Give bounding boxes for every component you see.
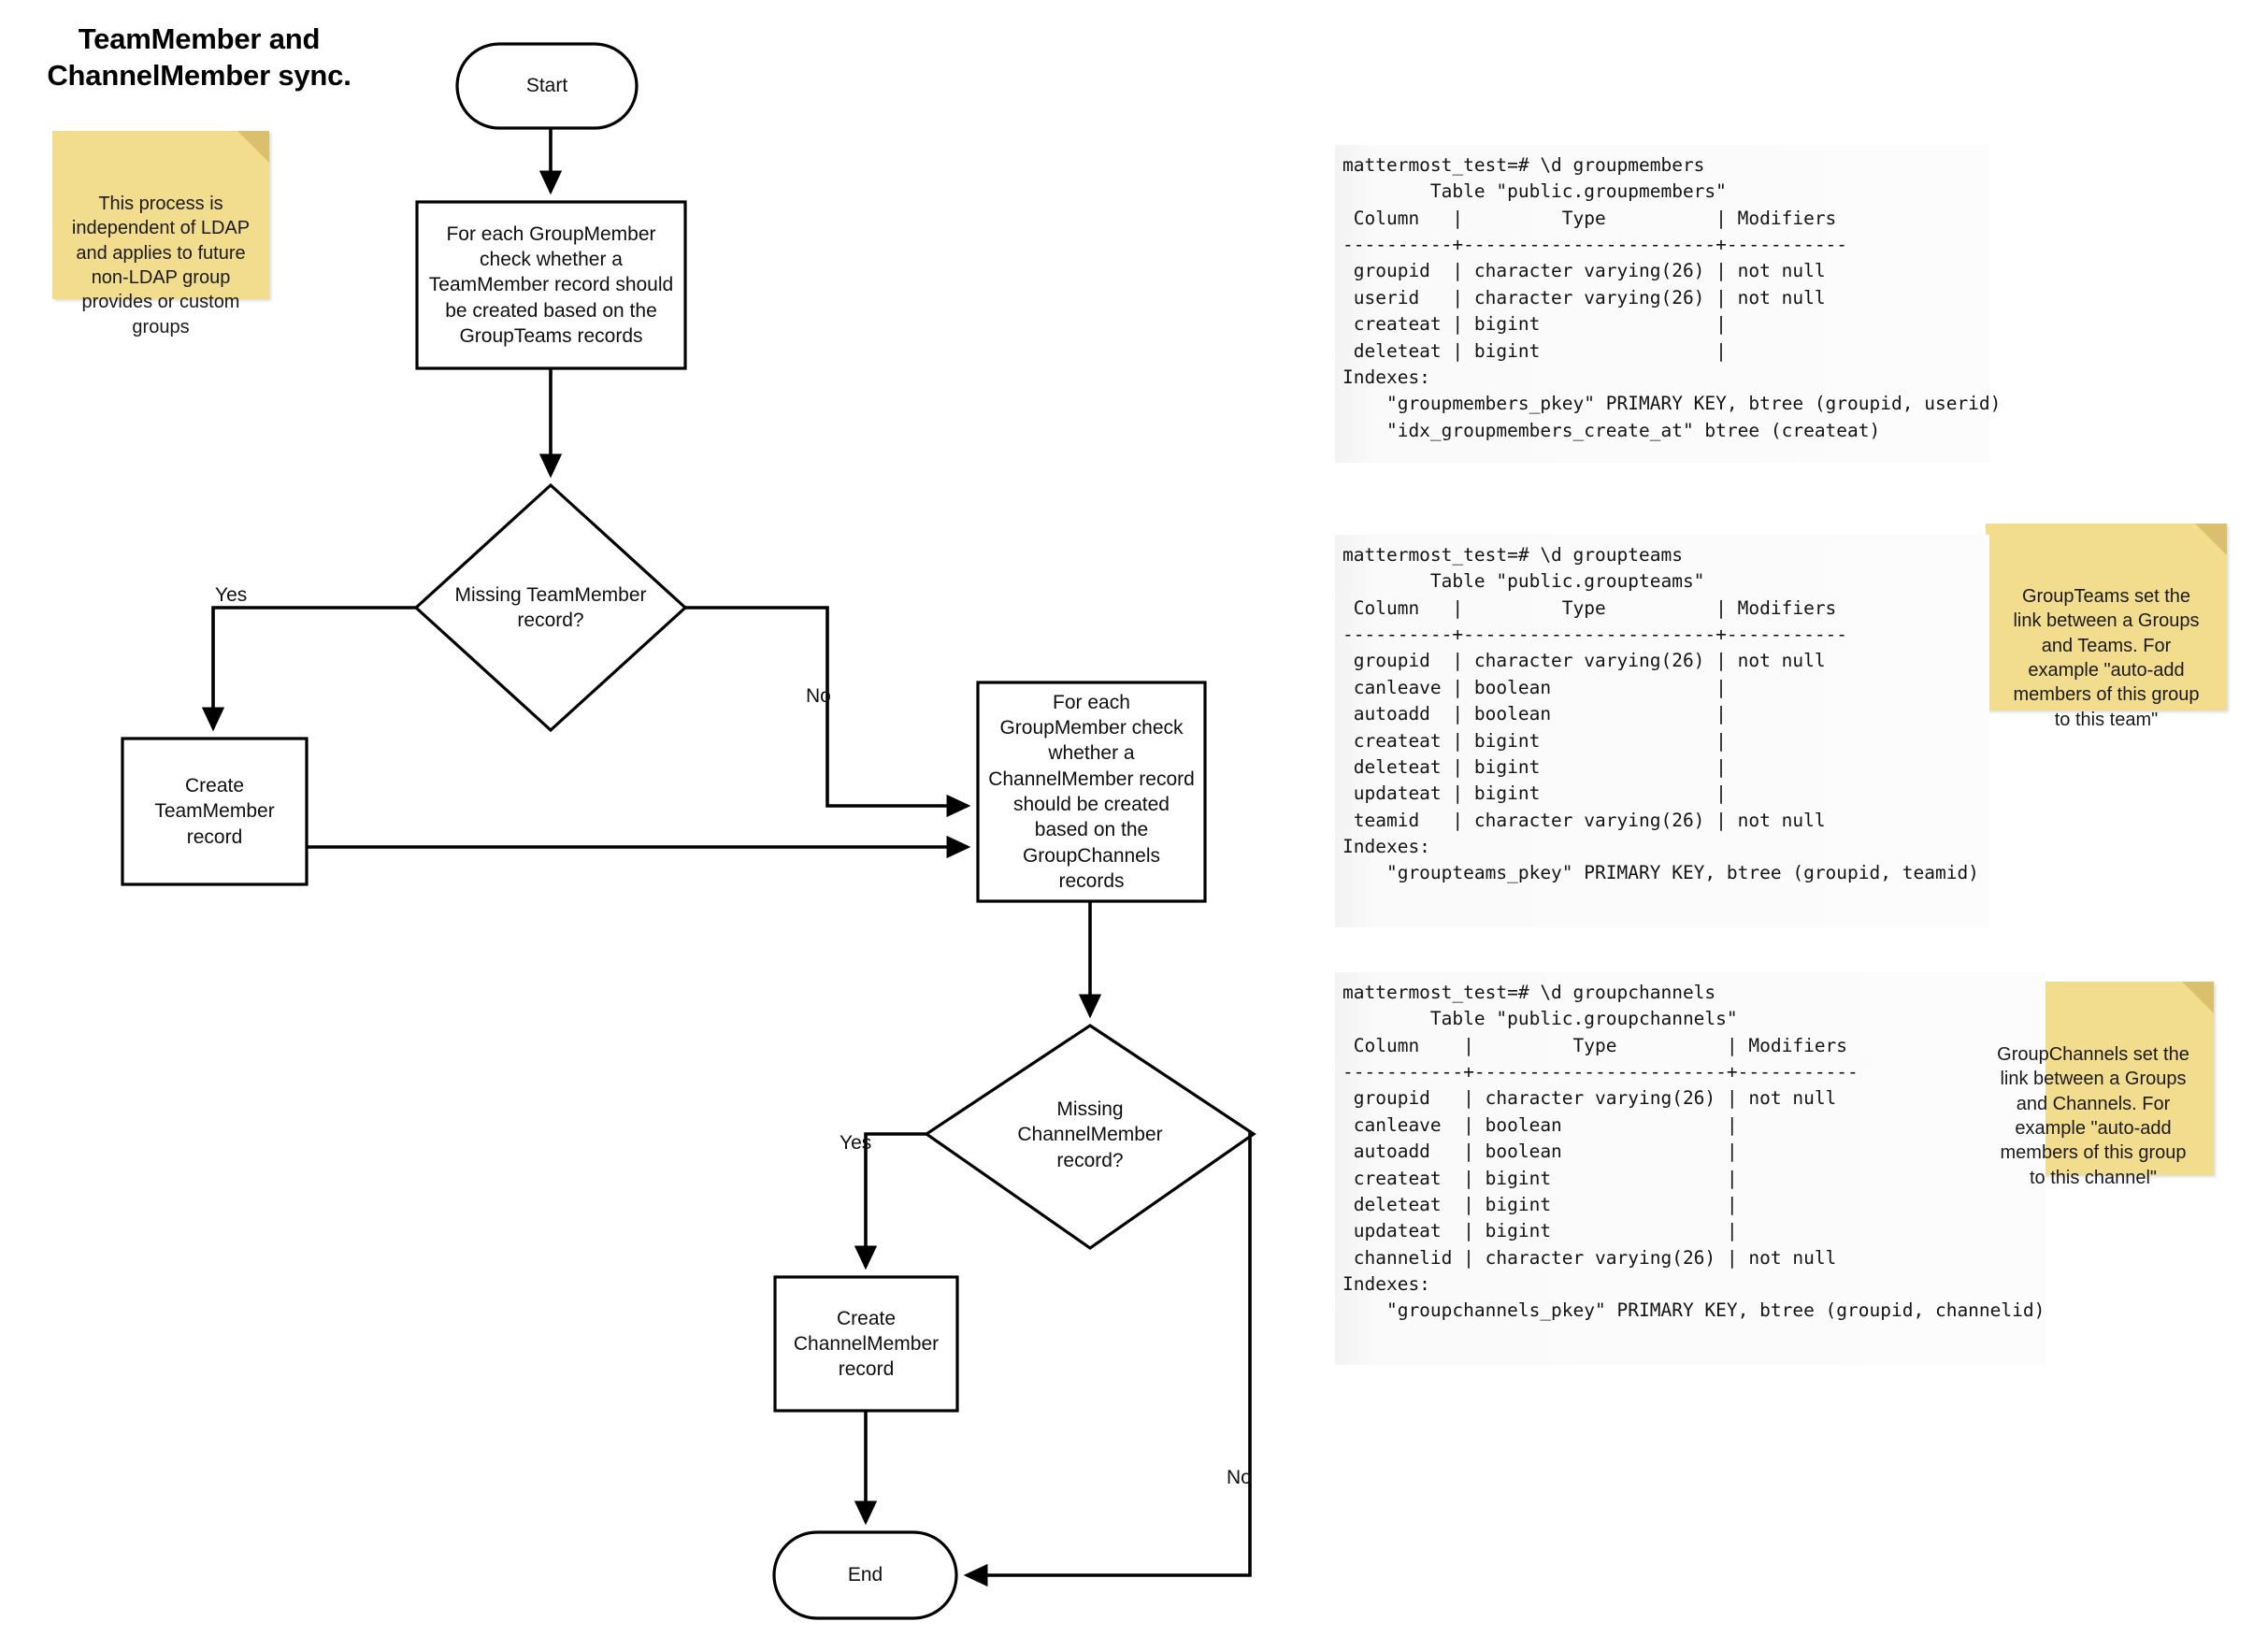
terminal-groupchannels: mattermost_test=# \d groupchannels Table… bbox=[1335, 972, 2046, 1365]
node-process-channelmember-label: For each GroupMember check whether a Cha… bbox=[988, 691, 1195, 892]
terminal-groupmembers: mattermost_test=# \d groupmembers Table … bbox=[1335, 145, 2001, 463]
terminal-groupteams-content: mattermost_test=# \d groupteams Table "p… bbox=[1342, 544, 1979, 884]
note-groupchannels-text: GroupChannels set the link between a Gro… bbox=[1997, 1043, 2189, 1188]
node-decision-channelmember-label: Missing ChannelMember record? bbox=[1017, 1098, 1163, 1171]
note-fold-icon bbox=[2195, 524, 2227, 555]
note-groupteams-text: GroupTeams set the link between a Groups… bbox=[2013, 585, 2200, 730]
edge-decision-yes-to-create-teammember bbox=[201, 606, 416, 732]
node-end-label: End bbox=[847, 1564, 883, 1586]
note-fold-icon bbox=[2182, 982, 2214, 1013]
note-ldap: This process is independent of LDAP and … bbox=[52, 131, 269, 337]
node-process-teammember-label: For each GroupMember check whether a Tea… bbox=[428, 222, 674, 347]
terminal-groupchannels-content: mattermost_test=# \d groupchannels Table… bbox=[1342, 982, 2046, 1322]
edge-decision-channel-no-to-end bbox=[963, 1132, 1254, 1587]
note-ldap-text: This process is independent of LDAP and … bbox=[71, 193, 251, 337]
edge-label-teammember-no: No bbox=[806, 685, 831, 708]
edge-label-teammember-yes: Yes bbox=[215, 584, 248, 607]
edge-label-channelmember-yes: Yes bbox=[840, 1132, 872, 1155]
note-fold-icon bbox=[237, 131, 269, 163]
edge-label-channelmember-no: No bbox=[1227, 1467, 1252, 1489]
note-groupteams: GroupTeams set the link between a Groups… bbox=[1986, 524, 2227, 730]
node-create-teammember-label: Create TeamMember record bbox=[154, 775, 275, 848]
node-create-channelmember-label: Create ChannelMember record bbox=[793, 1307, 940, 1381]
terminal-groupmembers-content: mattermost_test=# \d groupmembers Table … bbox=[1342, 154, 2002, 441]
node-start-label: Start bbox=[525, 75, 568, 97]
terminal-groupteams: mattermost_test=# \d groupteams Table "p… bbox=[1335, 535, 1989, 927]
page-title: TeamMember and ChannelMember sync. bbox=[47, 22, 352, 93]
node-decision-teammember-label: Missing TeamMember record? bbox=[454, 583, 647, 631]
